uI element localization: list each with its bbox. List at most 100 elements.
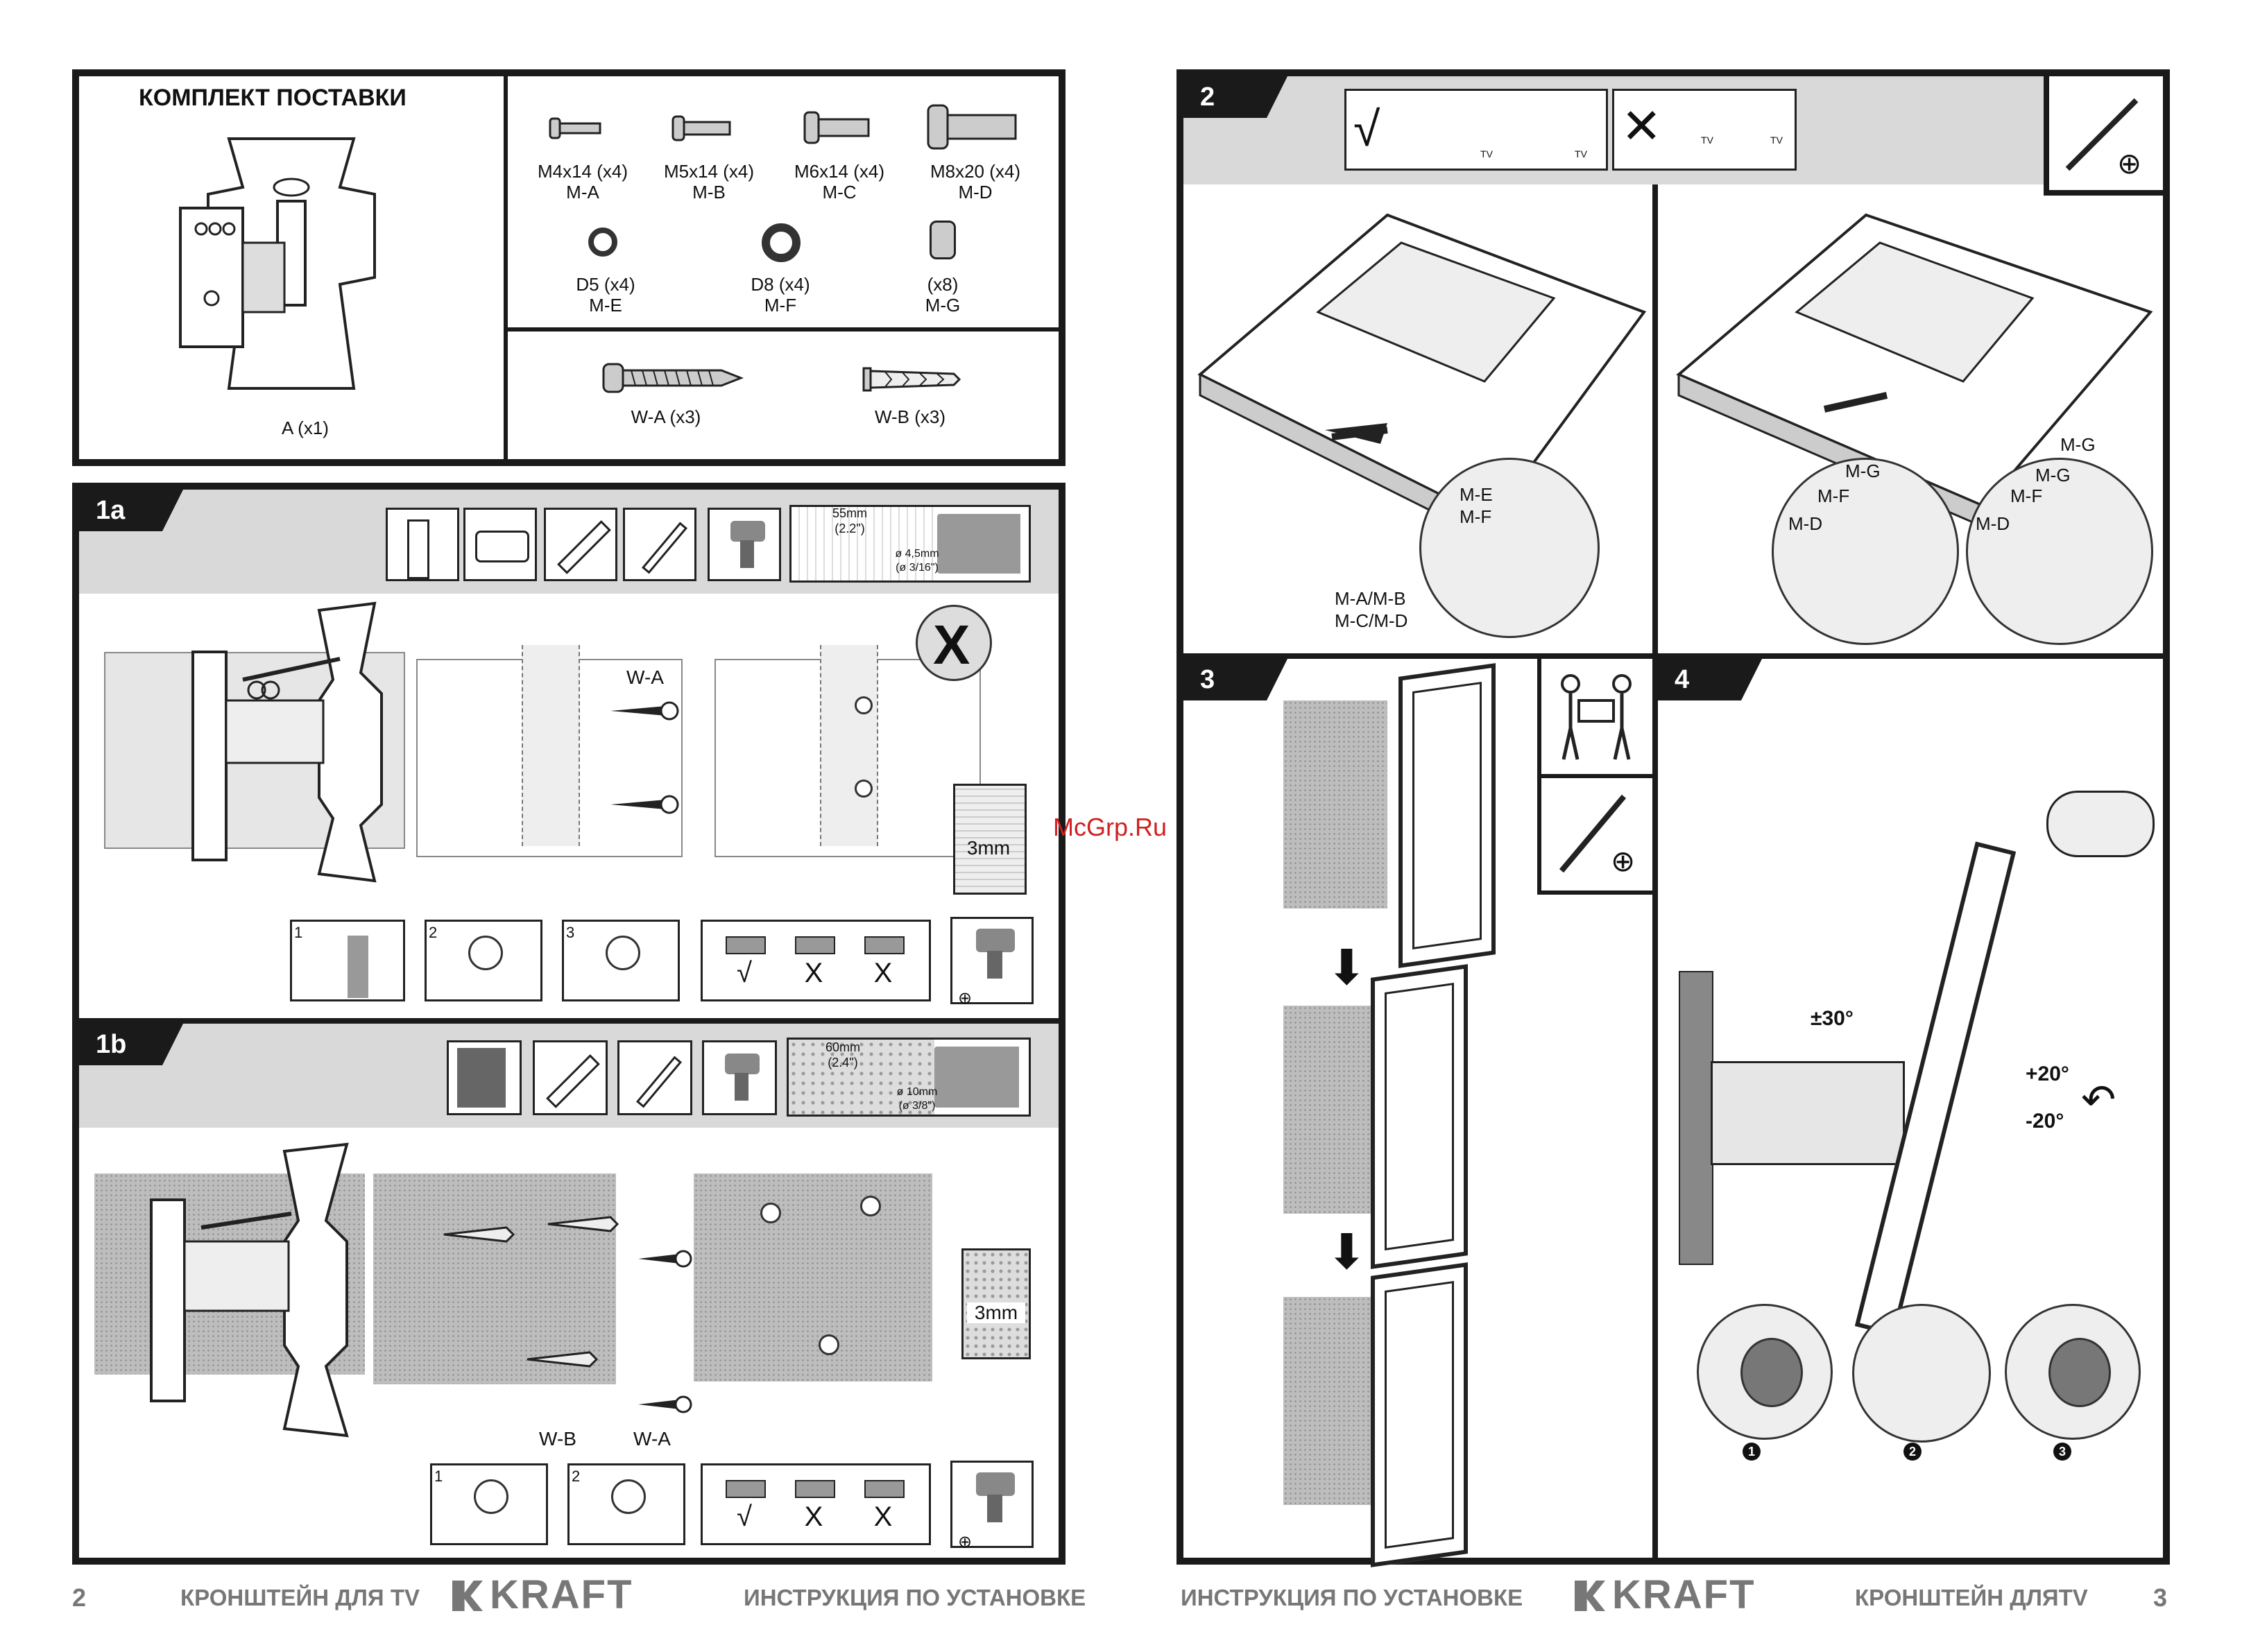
- screw-m-c-icon: [803, 111, 870, 144]
- footer-right-brand: KRAFT: [1612, 1572, 1756, 1617]
- watermark: McGrp.Ru: [1053, 813, 1167, 841]
- knob-step-3: 3: [2053, 1443, 2071, 1461]
- step2-right-callout-m-d: M-D: [1976, 513, 2010, 534]
- drill-depth-diagram-1b: [787, 1038, 1031, 1117]
- screw-m-a-icon: [549, 117, 601, 139]
- step2-right-callout-m-f: M-F: [2010, 485, 2043, 506]
- washer-m-e-icon: [588, 227, 617, 257]
- step3-col-divider: [1652, 659, 1658, 1558]
- knob-detail-3: [2005, 1304, 2141, 1440]
- step1b-substep-1: [430, 1463, 548, 1545]
- level-bubble-1: [726, 936, 766, 954]
- knob-step-1: 1: [1743, 1443, 1761, 1461]
- tool-drill-icon: [708, 508, 781, 581]
- spacer-m-g-code: M-G: [925, 295, 961, 316]
- step2-tv-back-left: [1197, 213, 1647, 543]
- step1a-diam-in: (ø 3/16"): [896, 562, 939, 574]
- phillips-icon-step3: ⊕: [1611, 845, 1636, 877]
- step2-tv-tag-4: TV: [1770, 135, 1783, 146]
- hand-icon: [2046, 791, 2155, 857]
- footer-right-title: КРОНШТЕЙН ДЛЯTV: [1855, 1585, 2088, 1610]
- step1b-diam-mm: ø 10mm: [896, 1086, 938, 1098]
- level-bubble-1b-3: [864, 1480, 905, 1498]
- screw-m-b-icon: [671, 115, 731, 141]
- screw-m-b-code: M-B: [692, 182, 726, 203]
- level-bubble-3: [864, 936, 905, 954]
- step1a-screw-label: W-A: [626, 666, 664, 688]
- step1a-gap-detail: [953, 784, 1027, 895]
- screw-m-d-code: M-D: [958, 182, 993, 203]
- step1a-diam-mm: ø 4,5mm: [895, 548, 939, 560]
- step1b-anchor-2: [547, 1216, 619, 1232]
- footer-left-brand: KRAFT: [490, 1572, 633, 1617]
- step3-arrow-down-1: ⬇: [1326, 940, 1367, 995]
- level-bubble-1b-2: [795, 1480, 835, 1498]
- step1a-screw-1: [610, 701, 679, 721]
- step2-tv-tag-3: TV: [1701, 135, 1713, 146]
- wall-anchor-w-b-icon: [862, 367, 961, 392]
- step2-mid-callout-m-f: M-F: [1817, 485, 1850, 506]
- step3-tools-mid-border: [1537, 774, 1652, 778]
- kit-divider-vertical: [504, 76, 508, 459]
- step2-col-divider: [1652, 184, 1658, 653]
- footer-right-logo: KRAFT: [1575, 1574, 1756, 1616]
- step2-right-callout-m-g-2: M-G: [2035, 465, 2071, 485]
- tool-level-icon-1b: [533, 1040, 608, 1115]
- washer-m-f-icon: [762, 223, 801, 262]
- step1b-level-bad-2: X: [873, 1502, 893, 1532]
- step1a-depth-mm: 55mm: [832, 506, 867, 520]
- drill-depth-diagram: [789, 505, 1031, 583]
- step2-wrong-assembly: ✕: [1612, 89, 1797, 171]
- step3-tab: 3: [1183, 659, 1287, 700]
- step1-divider: [79, 1018, 1059, 1024]
- step2-callout-m-f: M-F: [1460, 506, 1492, 527]
- step4-tilt-up-label: +20°: [2026, 1062, 2069, 1085]
- step1a-substep-3: [562, 920, 680, 1001]
- footer-left-logo: KRAFT: [452, 1574, 633, 1616]
- step1b-level-check: [701, 1463, 931, 1545]
- step1a-level-bad-2: X: [873, 958, 893, 988]
- step2-tool-bottom: [2044, 190, 2163, 196]
- step1b-drill-tool-box: ⊕: [950, 1461, 1034, 1551]
- step1b-concrete-wall-mounted: [694, 1173, 932, 1382]
- step2-bottom-divider: [1183, 653, 2163, 659]
- step2-right-callout-m-g-1: M-G: [2060, 434, 2096, 455]
- step1b-anchor-label: W-B: [539, 1428, 576, 1449]
- step4-wall-plate: [1679, 971, 1713, 1265]
- step2-mid-callout-m-d: M-D: [1788, 513, 1823, 534]
- step1b-level-bad-1: X: [804, 1502, 823, 1532]
- step1a-level-ok: √: [737, 958, 752, 988]
- step1b-depth-mm: 60mm: [825, 1040, 860, 1054]
- step1a-gap-label: 3mm: [966, 837, 1011, 859]
- bracket-a-label: A (x1): [282, 418, 329, 438]
- screw-m-a-size: M4x14 (x4): [537, 161, 628, 182]
- step3-wall-1: [1283, 700, 1387, 909]
- screw-m-d-size: M8x20 (x4): [930, 161, 1021, 182]
- step1a-substep-1-num: 1: [294, 924, 303, 941]
- screw-m-d-icon: [927, 104, 1017, 150]
- bracket-a-drawing: [179, 137, 376, 390]
- step2-tv-tag-2: TV: [1575, 148, 1587, 160]
- step3-wall-3: [1283, 1297, 1387, 1505]
- tool-stud-finder-icon: [463, 508, 537, 581]
- step2-tool-divider: [2044, 76, 2049, 194]
- wood-screw-w-a-icon: [602, 363, 744, 393]
- step4-arm: [1711, 1061, 1905, 1165]
- step1b-screw-2: [638, 1395, 692, 1413]
- step2-callout-m-a-m-b: M-A/M-B: [1335, 588, 1406, 609]
- knob-detail-1: [1697, 1304, 1833, 1440]
- step1a-screw-head-2: [855, 780, 873, 798]
- kit-divider-horizontal: [508, 327, 1059, 332]
- kraft-logo-icon: [452, 1581, 483, 1611]
- wall-anchor-w-b-label: W-B (x3): [874, 406, 946, 427]
- step4-tab: 4: [1658, 659, 1762, 700]
- step1a-depth-in: (2.2"): [835, 522, 865, 535]
- footer-left-title: КРОНШТЕЙН ДЛЯ TV: [180, 1585, 420, 1610]
- step2-callout-m-c-m-d: M-C/M-D: [1335, 610, 1408, 631]
- step3-wall-2: [1283, 1006, 1387, 1214]
- step1a-level-check: [701, 920, 931, 1001]
- step1b-anchor-1: [443, 1226, 515, 1243]
- knob-detail-2: [1852, 1304, 1991, 1443]
- tool-wall-stud-icon: [386, 508, 459, 581]
- step2-correct-assembly: √: [1344, 89, 1608, 171]
